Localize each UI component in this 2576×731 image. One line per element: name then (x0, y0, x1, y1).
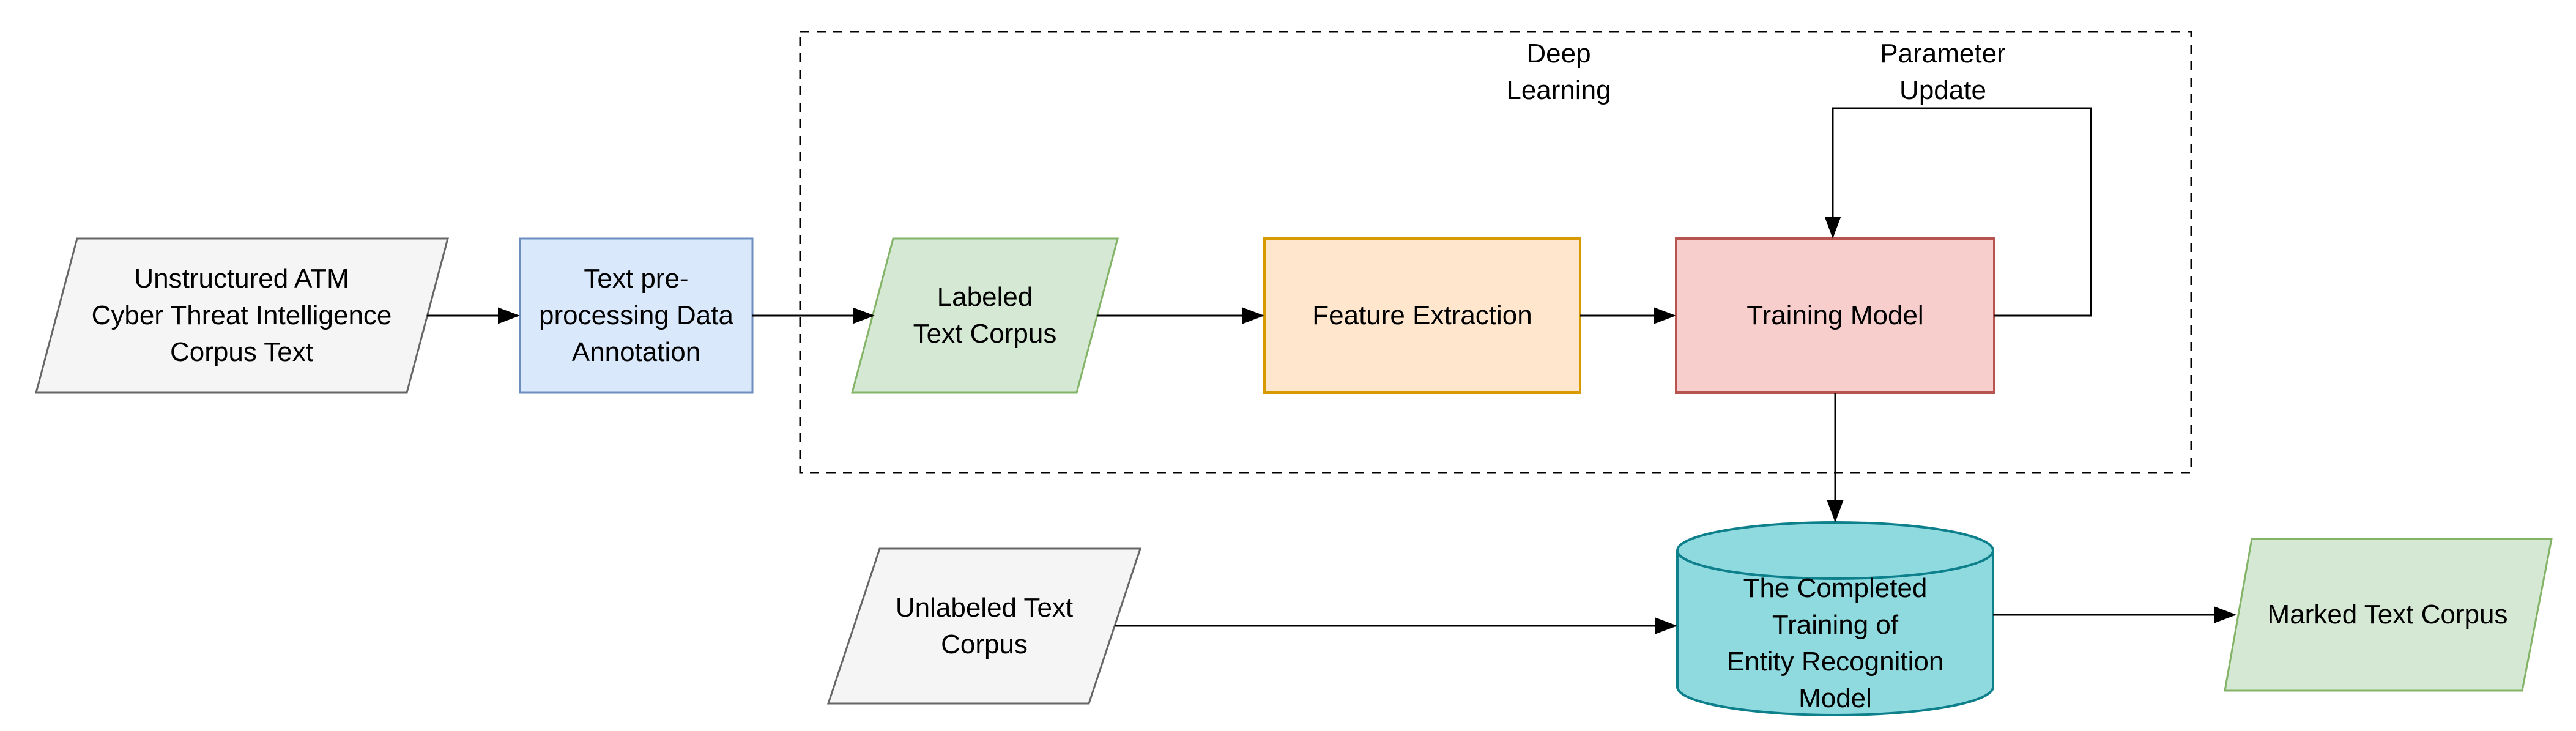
node-completed-model-cylinder (1676, 521, 1994, 716)
annotation-parameter-update: Parameter Update (1880, 39, 2006, 105)
node-label-unstructured-corpus: Unstructured ATM Cyber Threat Intelligen… (91, 264, 392, 367)
arrow-parameter-update-loop (1824, 107, 2092, 317)
node-label-training-model: Training Model (1746, 300, 1924, 330)
node-text-preprocessing (519, 237, 754, 394)
node-training-model (1675, 237, 1995, 394)
node-unlabeled-text-corpus (826, 547, 1142, 705)
node-label-feature-extraction: Feature Extraction (1312, 300, 1532, 330)
node-label-unlabeled-text-corpus: Unlabeled Text Corpus (895, 592, 1074, 659)
cylinder-top-rim (1676, 550, 1994, 580)
node-marked-text-corpus (2224, 538, 2553, 692)
node-label-text-preprocessing: Text pre- processing Data Annotation (539, 264, 733, 367)
deep-learning-dashed-container (799, 31, 2192, 474)
node-label-marked-text-corpus: Marked Text Corpus (2267, 599, 2508, 629)
annotation-deep-learning: Deep Learning (1506, 39, 1611, 105)
node-labeled-text-corpus (851, 237, 1119, 394)
node-label-completed-model: The Completed Training of Entity Recogni… (1726, 573, 1944, 713)
node-unstructured-corpus (35, 237, 449, 394)
node-feature-extraction (1263, 237, 1581, 394)
node-label-labeled-text-corpus: Labeled Text Corpus (913, 282, 1057, 349)
